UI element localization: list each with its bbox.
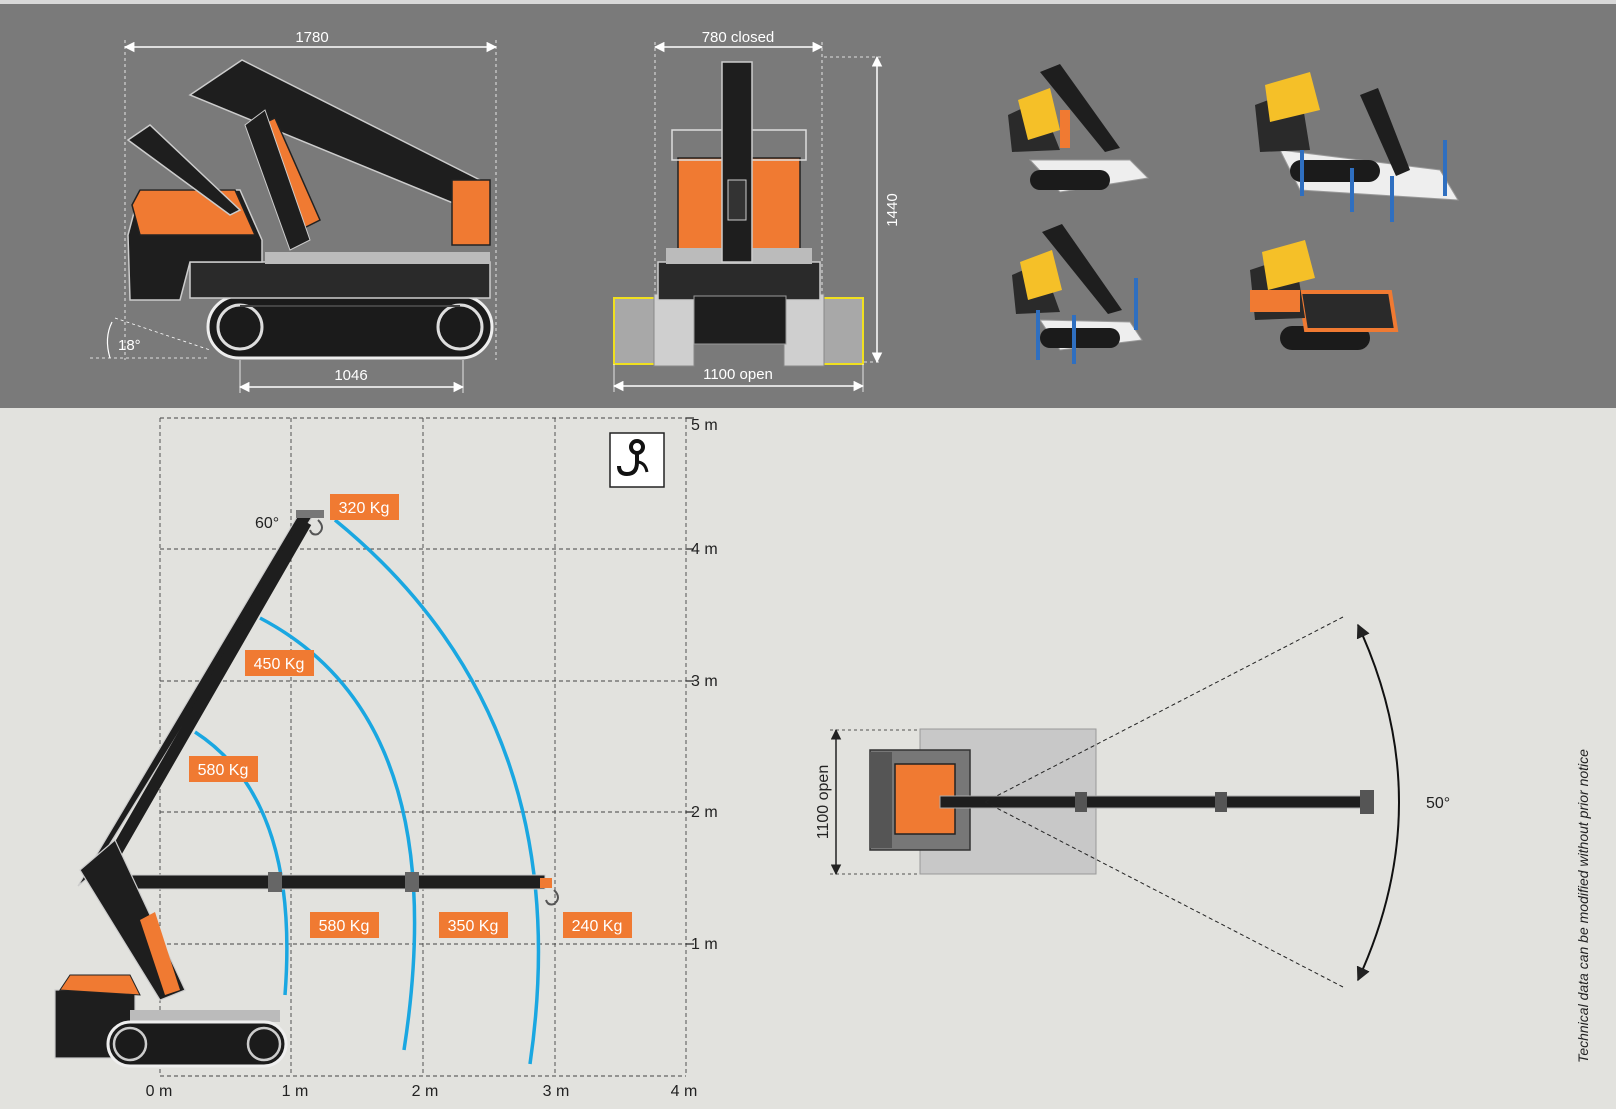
x-tick-1: 1 m: [282, 1083, 309, 1100]
x-tick-4: 4 m: [671, 1083, 698, 1100]
slew-arc: [1356, 623, 1400, 982]
y-tick-2: 2 m: [691, 804, 718, 821]
front-mast: [721, 61, 753, 263]
height-dimension: 1440: [884, 193, 901, 226]
load-label-4: 580 Kg: [310, 912, 379, 938]
load-label-5: 350 Kg: [439, 912, 508, 938]
y-tick-3: 3 m: [691, 673, 718, 690]
load-chart: 0 m 1 m 2 m 3 m 4 m 1 m 2 m 3 m 4 m 5 m: [54, 417, 718, 1100]
config-thumbnail-1: [1008, 64, 1150, 193]
load-label-2: 450 Kg: [245, 650, 314, 676]
x-tick-0: 0 m: [146, 1083, 173, 1100]
svg-text:350 Kg: 350 Kg: [448, 918, 499, 935]
svg-text:580 Kg: 580 Kg: [198, 762, 249, 779]
top-view: 50° 1100 open: [815, 616, 1450, 988]
config-thumbnail-4: [1250, 240, 1399, 350]
svg-text:450 Kg: 450 Kg: [254, 656, 305, 673]
length-dimension: 1780: [295, 29, 328, 46]
crane-hook-icon: [609, 432, 665, 488]
x-tick-2: 2 m: [412, 1083, 439, 1100]
top-view-width-dimension: 1100 open: [815, 765, 832, 839]
load-chart-grid: [159, 417, 687, 1077]
load-label-3: 580 Kg: [189, 756, 258, 782]
load-label-6: 240 Kg: [563, 912, 632, 938]
config-thumbnail-2: [1255, 72, 1459, 222]
width-closed-dimension: 780 closed: [702, 29, 775, 46]
top-view-boom: [939, 795, 1369, 809]
boom-angle-label: 60°: [255, 515, 279, 532]
config-thumbnail-3: [1012, 224, 1143, 364]
svg-text:580 Kg: 580 Kg: [319, 918, 370, 935]
width-open-dimension: 1100 open: [703, 366, 773, 383]
disclaimer-text: Technical data can be modified without p…: [1575, 749, 1591, 1063]
x-tick-3: 3 m: [543, 1083, 570, 1100]
load-chart-machine: [54, 839, 288, 1068]
svg-text:320 Kg: 320 Kg: [339, 500, 390, 517]
approach-angle: 18°: [118, 337, 141, 354]
svg-text:240 Kg: 240 Kg: [572, 918, 623, 935]
reach-arc-3: [333, 518, 541, 1065]
reach-arc-2: [259, 616, 417, 1051]
boom-horizontal: [99, 874, 546, 890]
y-tick-5: 5 m: [691, 417, 718, 434]
front-view: 780 closed 1440 1100 open: [612, 29, 901, 392]
y-tick-4: 4 m: [691, 541, 718, 558]
reach-arc-1: [194, 730, 289, 996]
load-label-1: 320 Kg: [330, 494, 399, 520]
track-length-dimension: 1046: [334, 367, 367, 384]
y-tick-1: 1 m: [691, 936, 718, 953]
side-view: 1780 18° 1046: [90, 29, 498, 393]
slew-angle-label: 50°: [1426, 795, 1450, 812]
